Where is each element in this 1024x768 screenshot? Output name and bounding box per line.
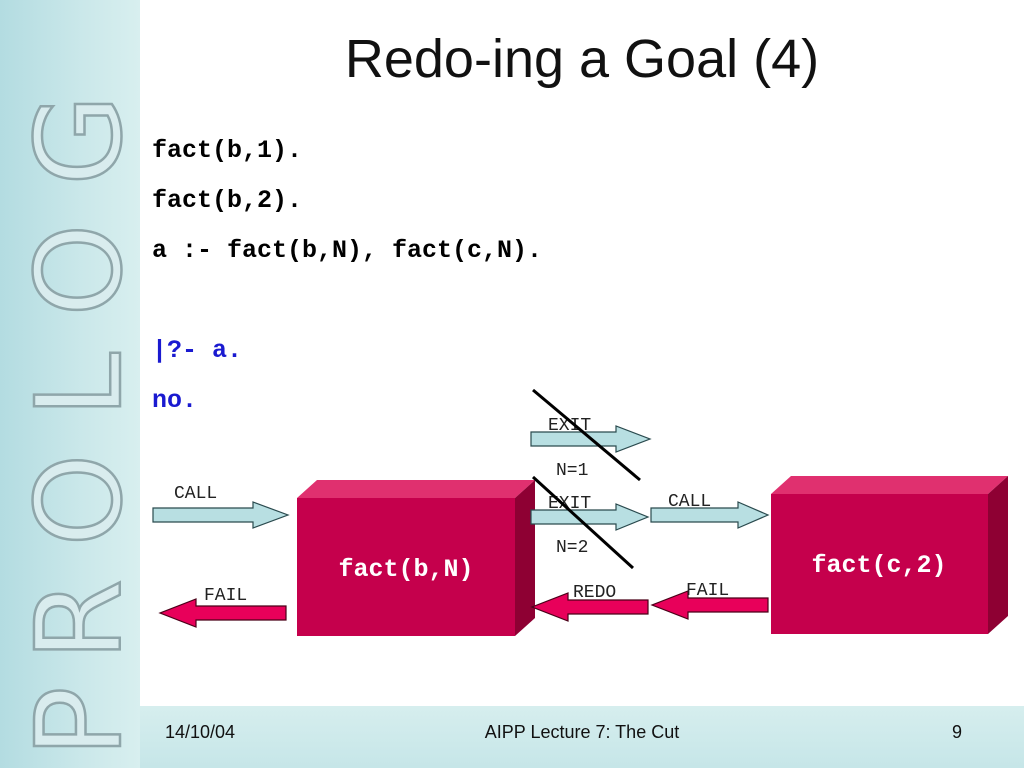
box-right-label: fact(c,2): [811, 551, 946, 580]
box-left-side: [515, 480, 535, 636]
strike-line-exit-2: [531, 475, 635, 570]
n2-label: N=2: [556, 538, 588, 558]
call-2-label: CALL: [668, 492, 711, 512]
query-line: |?- a.: [152, 336, 243, 365]
call-in-label: CALL: [174, 484, 217, 504]
banner-letter-o: O: [10, 224, 140, 317]
banner-letter-r: R: [10, 579, 140, 661]
goal-box-left: fact(b,N): [297, 480, 535, 636]
fail-out-arrow: [158, 598, 287, 628]
redo-arrow: [530, 592, 649, 622]
banner-letter-g: G: [10, 94, 140, 185]
box-left-label: fact(b,N): [338, 555, 473, 584]
banner-letter-p: P: [10, 686, 140, 757]
footer-bar: [140, 706, 1024, 768]
code-line-2: fact(b,2).: [152, 186, 303, 215]
slide-title: Redo-ing a Goal (4): [344, 29, 820, 89]
fail-2-arrow: [650, 590, 769, 620]
call-2-arrow: [650, 501, 770, 529]
banner-letter-l: L: [10, 352, 140, 418]
goal-box-right: fact(c,2): [771, 476, 1008, 634]
n1-label: N=1: [556, 461, 588, 481]
banner-letter-o: O: [10, 454, 140, 547]
box-left-top: [297, 480, 535, 498]
strike-line-exit-1: [532, 388, 641, 482]
code-line-1: fact(b,1).: [152, 136, 303, 165]
footer-date: 14/10/04: [165, 722, 236, 742]
box-right-side: [988, 476, 1008, 634]
fail-out-label: FAIL: [204, 586, 247, 606]
side-banner: G O L O R P: [0, 0, 140, 768]
footer-page-number: 9: [952, 722, 963, 742]
exit-2-arrow: [530, 503, 650, 531]
answer-line: no.: [152, 386, 198, 415]
footer-course: AIPP Lecture 7: The Cut: [484, 722, 680, 742]
fail-2-label: FAIL: [686, 581, 729, 601]
call-in-arrow: [152, 501, 290, 529]
redo-label: REDO: [573, 583, 616, 603]
box-right-top: [771, 476, 1008, 494]
box-right-front: [771, 494, 988, 634]
prolog-banner-graphic: G O L O R P: [9, 93, 140, 759]
code-line-3: a :- fact(b,N), fact(c,N).: [152, 236, 543, 265]
box-left-front: [297, 498, 515, 636]
